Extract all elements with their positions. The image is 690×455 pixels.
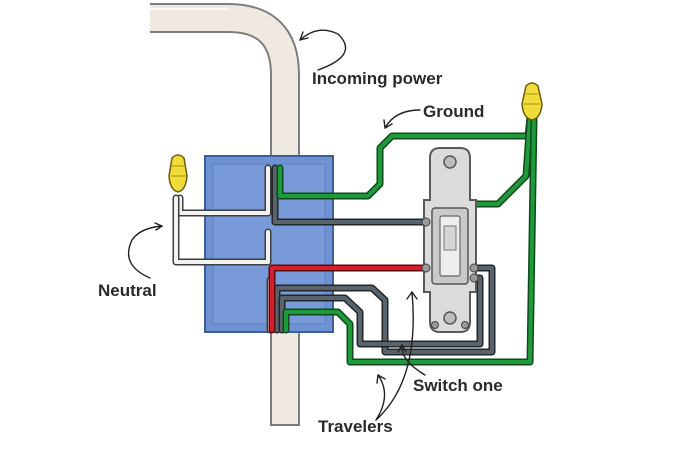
light-switch [421,147,479,333]
callout-arrows [127,29,426,421]
conduit-pipe [150,3,300,426]
ground-wire-nut [521,82,543,121]
hot-wire [268,264,432,334]
label-travelers: Travelers [318,417,393,436]
neutral-wire-nut [168,154,188,193]
label-neutral: Neutral [98,281,157,300]
label-ground: Ground [423,102,485,121]
label-incoming-power: Incoming power [312,69,443,88]
traveler-wires [271,164,496,356]
label-switch-one: Switch one [413,376,503,395]
